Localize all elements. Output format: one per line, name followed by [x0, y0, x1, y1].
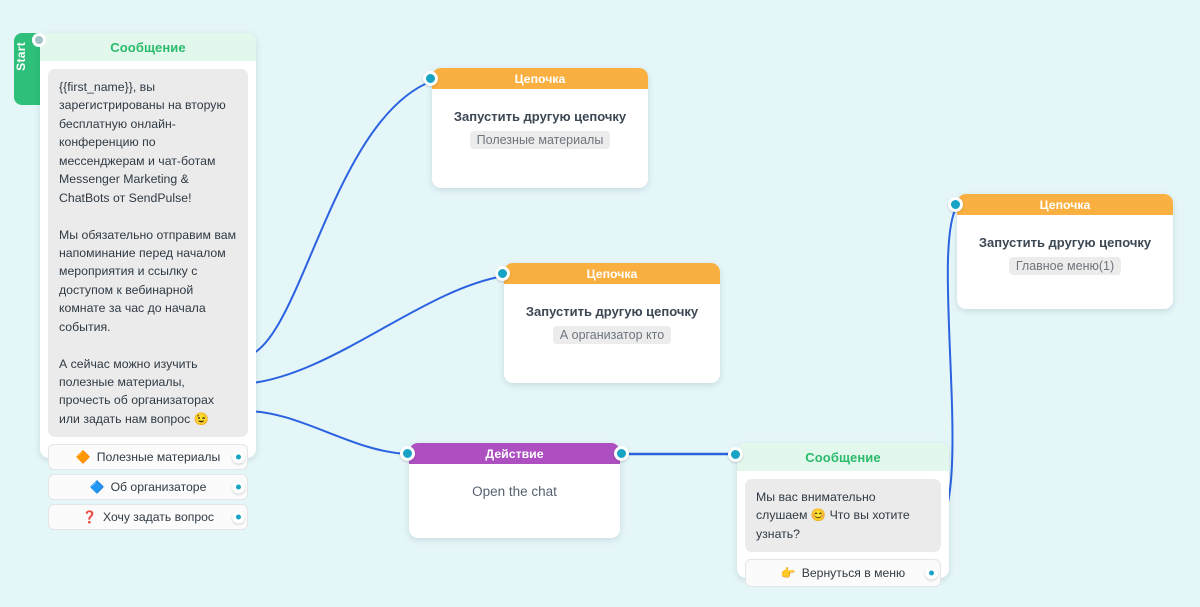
node-header-message-start: Сообщение — [40, 33, 256, 61]
orange-diamond-icon: 🔶 — [75, 450, 91, 465]
quick-reply-label: Полезные материалы — [96, 450, 221, 465]
connector-dot-chain-mainmenu-in[interactable] — [948, 197, 963, 212]
blue-diamond-icon: 🔷 — [89, 480, 105, 495]
node-message-listen[interactable]: Сообщение Мы вас внимательно слушаем 😊 Ч… — [728, 443, 949, 588]
chain-target-chip: Полезные материалы — [469, 131, 611, 149]
quick-reply-label: Вернуться в меню — [801, 566, 906, 581]
connector-dot-back-to-menu[interactable] — [925, 566, 938, 580]
node-body-action: Open the chat — [409, 464, 620, 511]
quick-reply-buttons: 👉 Вернуться в меню — [745, 559, 941, 588]
chain-action-title: Запустить другую цепочку — [978, 235, 1152, 250]
node-message-start[interactable]: Сообщение {{first_name}}, вы зарегистрир… — [40, 33, 256, 531]
node-chain-organizer[interactable]: Цепочка Запустить другую цепочку А орган… — [495, 263, 720, 383]
connector-dot-question[interactable] — [232, 510, 245, 524]
node-header-chain-organizer: Цепочка — [504, 263, 720, 284]
node-header-chain-mainmenu: Цепочка — [957, 194, 1173, 215]
node-body-message-listen: Мы вас внимательно слушаем 😊 Что вы хоти… — [737, 471, 949, 597]
connector-dot-chain-organizer-in[interactable] — [495, 266, 510, 281]
node-body-message-start: {{first_name}}, вы зарегистрированы на в… — [40, 61, 256, 540]
edge-materials-to-chain — [242, 80, 433, 358]
quick-reply-button-back-to-menu[interactable]: 👉 Вернуться в меню — [745, 559, 941, 588]
node-header-message-listen: Сообщение — [737, 443, 949, 471]
node-body-chain-materials: Запустить другую цепочку Полезные матери… — [432, 89, 648, 161]
action-title: Open the chat — [472, 484, 557, 499]
connector-dot-action-in[interactable] — [400, 446, 415, 461]
quick-reply-label: Об организаторе — [110, 480, 207, 495]
connector-dot-organizer[interactable] — [232, 480, 245, 494]
message-text-bubble: {{first_name}}, вы зарегистрированы на в… — [48, 69, 248, 438]
connector-dot-action-out[interactable] — [614, 446, 629, 461]
node-body-chain-mainmenu: Запустить другую цепочку Главное меню(1) — [957, 215, 1173, 287]
chain-target-chip: Главное меню(1) — [1008, 257, 1122, 275]
edge-organizer-to-chain — [242, 275, 505, 385]
connector-dot-chain-materials-in[interactable] — [423, 71, 438, 86]
node-header-action: Действие — [409, 443, 620, 464]
quick-reply-button-organizer[interactable]: 🔷 Об организаторе — [48, 474, 248, 501]
node-header-chain-materials: Цепочка — [432, 68, 648, 89]
quick-reply-label: Хочу задать вопрос — [102, 510, 214, 525]
pointing-right-icon: 👉 — [780, 566, 796, 581]
quick-reply-button-question[interactable]: ❓ Хочу задать вопрос — [48, 504, 248, 531]
quick-reply-button-materials[interactable]: 🔶 Полезные материалы — [48, 444, 248, 471]
question-mark-icon: ❓ — [82, 510, 97, 525]
node-chain-materials[interactable]: Цепочка Запустить другую цепочку Полезны… — [423, 68, 648, 188]
node-body-chain-organizer: Запустить другую цепочку А организатор к… — [504, 284, 720, 356]
chain-action-title: Запустить другую цепочку — [525, 304, 699, 319]
connector-dot-materials[interactable] — [232, 450, 245, 464]
chain-target-chip: А организатор кто — [552, 326, 672, 344]
message-text-bubble: Мы вас внимательно слушаем 😊 Что вы хоти… — [745, 479, 941, 553]
node-action-open-chat[interactable]: Действие Open the chat — [400, 443, 629, 538]
quick-reply-buttons: 🔶 Полезные материалы 🔷 Об организаторе ❓… — [48, 444, 248, 531]
node-chain-mainmenu[interactable]: Цепочка Запустить другую цепочку Главное… — [948, 194, 1173, 309]
connector-dot-message-listen-in[interactable] — [728, 447, 743, 462]
chain-action-title: Запустить другую цепочку — [453, 109, 627, 124]
start-connector-dot[interactable] — [32, 33, 46, 47]
edge-question-to-action — [242, 409, 410, 455]
